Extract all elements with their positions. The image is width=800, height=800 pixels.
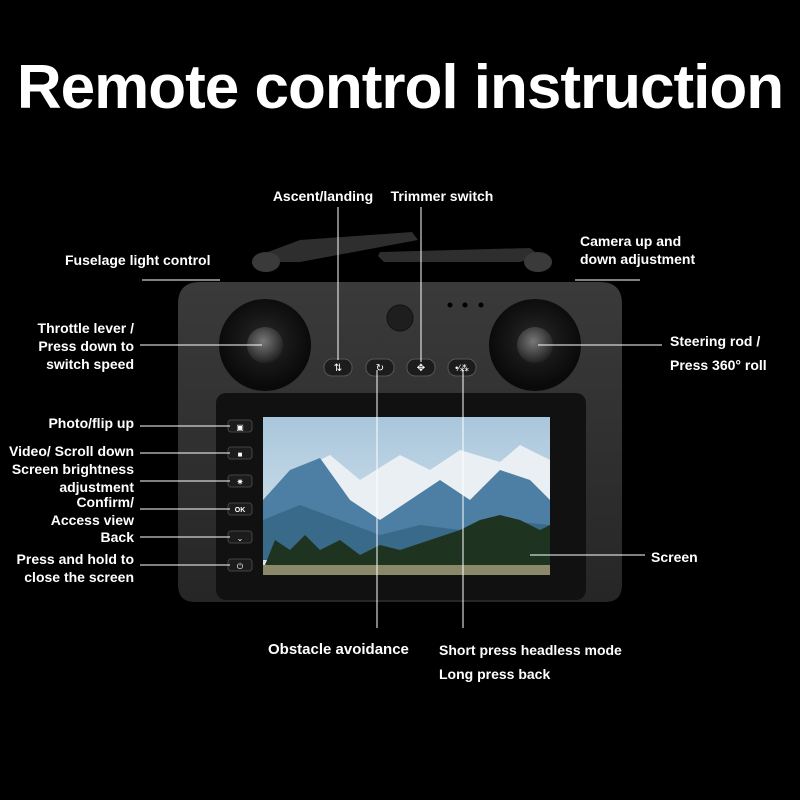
label-throttle-3: switch speed [46, 356, 134, 372]
label-obstacle-avoidance: Obstacle avoidance [268, 641, 409, 658]
label-headless-2: Long press back [439, 666, 551, 682]
label-brightness-2: adjustment [59, 479, 134, 495]
video-button[interactable]: ■ [227, 446, 253, 460]
rotate-icon: ↻ [376, 363, 384, 374]
label-confirm-1: Confirm/ [76, 494, 134, 510]
label-throttle-2: Press down to [38, 338, 134, 354]
label-ascent-landing: Ascent/landing [272, 188, 374, 204]
label-fuselage-light: Fuselage light control [65, 252, 211, 268]
label-throttle-1: Throttle lever / [37, 320, 134, 336]
photo-button[interactable]: ▣ [227, 419, 253, 433]
label-trimmer-switch: Trimmer switch [390, 188, 494, 204]
ascent-landing-icon: ⇅ [334, 363, 342, 374]
brightness-button[interactable]: ✷ [227, 474, 253, 488]
video-icon: ■ [238, 450, 243, 459]
power-button[interactable] [386, 304, 414, 332]
steering-joystick[interactable] [489, 299, 581, 391]
label-headless-1: Short press headless mode [439, 642, 622, 658]
label-brightness-1: Screen brightness [11, 461, 134, 477]
indicator-light [462, 302, 468, 308]
screen [263, 417, 550, 575]
obstacle-avoidance-button[interactable]: ↻ [365, 358, 395, 377]
crosshair-icon: ✥ [417, 363, 425, 374]
label-back: Back [100, 529, 134, 545]
label-camera-adjust-1: Camera up and [580, 233, 682, 249]
headless-mode-button[interactable]: •⁄⁂ [447, 358, 477, 377]
label-confirm-2: Access view [50, 512, 134, 528]
back-button[interactable]: ⌄ [227, 530, 253, 544]
label-camera-adjust-2: down adjustment [580, 251, 696, 267]
headless-icon: •⁄⁂ [455, 363, 469, 373]
antenna-right[interactable] [378, 248, 552, 272]
camera-icon: ▣ [236, 423, 244, 432]
screen-power-button[interactable]: ⏻ [227, 558, 253, 572]
throttle-joystick[interactable] [219, 299, 311, 391]
indicator-light [447, 302, 453, 308]
label-power-2: close the screen [24, 569, 134, 585]
chevron-down-icon: ⌄ [237, 534, 244, 543]
page-title: Remote control instruction [16, 53, 784, 122]
label-power-1: Press and hold to [16, 551, 134, 567]
label-screen: Screen [651, 549, 698, 565]
label-photo: Photo/flip up [48, 415, 134, 431]
label-steering-2: Press 360° roll [670, 357, 767, 373]
power-icon: ⏻ [237, 562, 244, 571]
indicator-light [478, 302, 484, 308]
leader-lines [140, 207, 662, 628]
label-video: Video/ Scroll down [9, 443, 134, 459]
confirm-button[interactable]: OK [227, 502, 253, 516]
ascent-landing-button[interactable]: ⇅ [323, 358, 353, 377]
label-steering-1: Steering rod / [670, 333, 761, 349]
sun-icon: ✷ [236, 477, 244, 487]
ok-label: OK [235, 507, 246, 514]
